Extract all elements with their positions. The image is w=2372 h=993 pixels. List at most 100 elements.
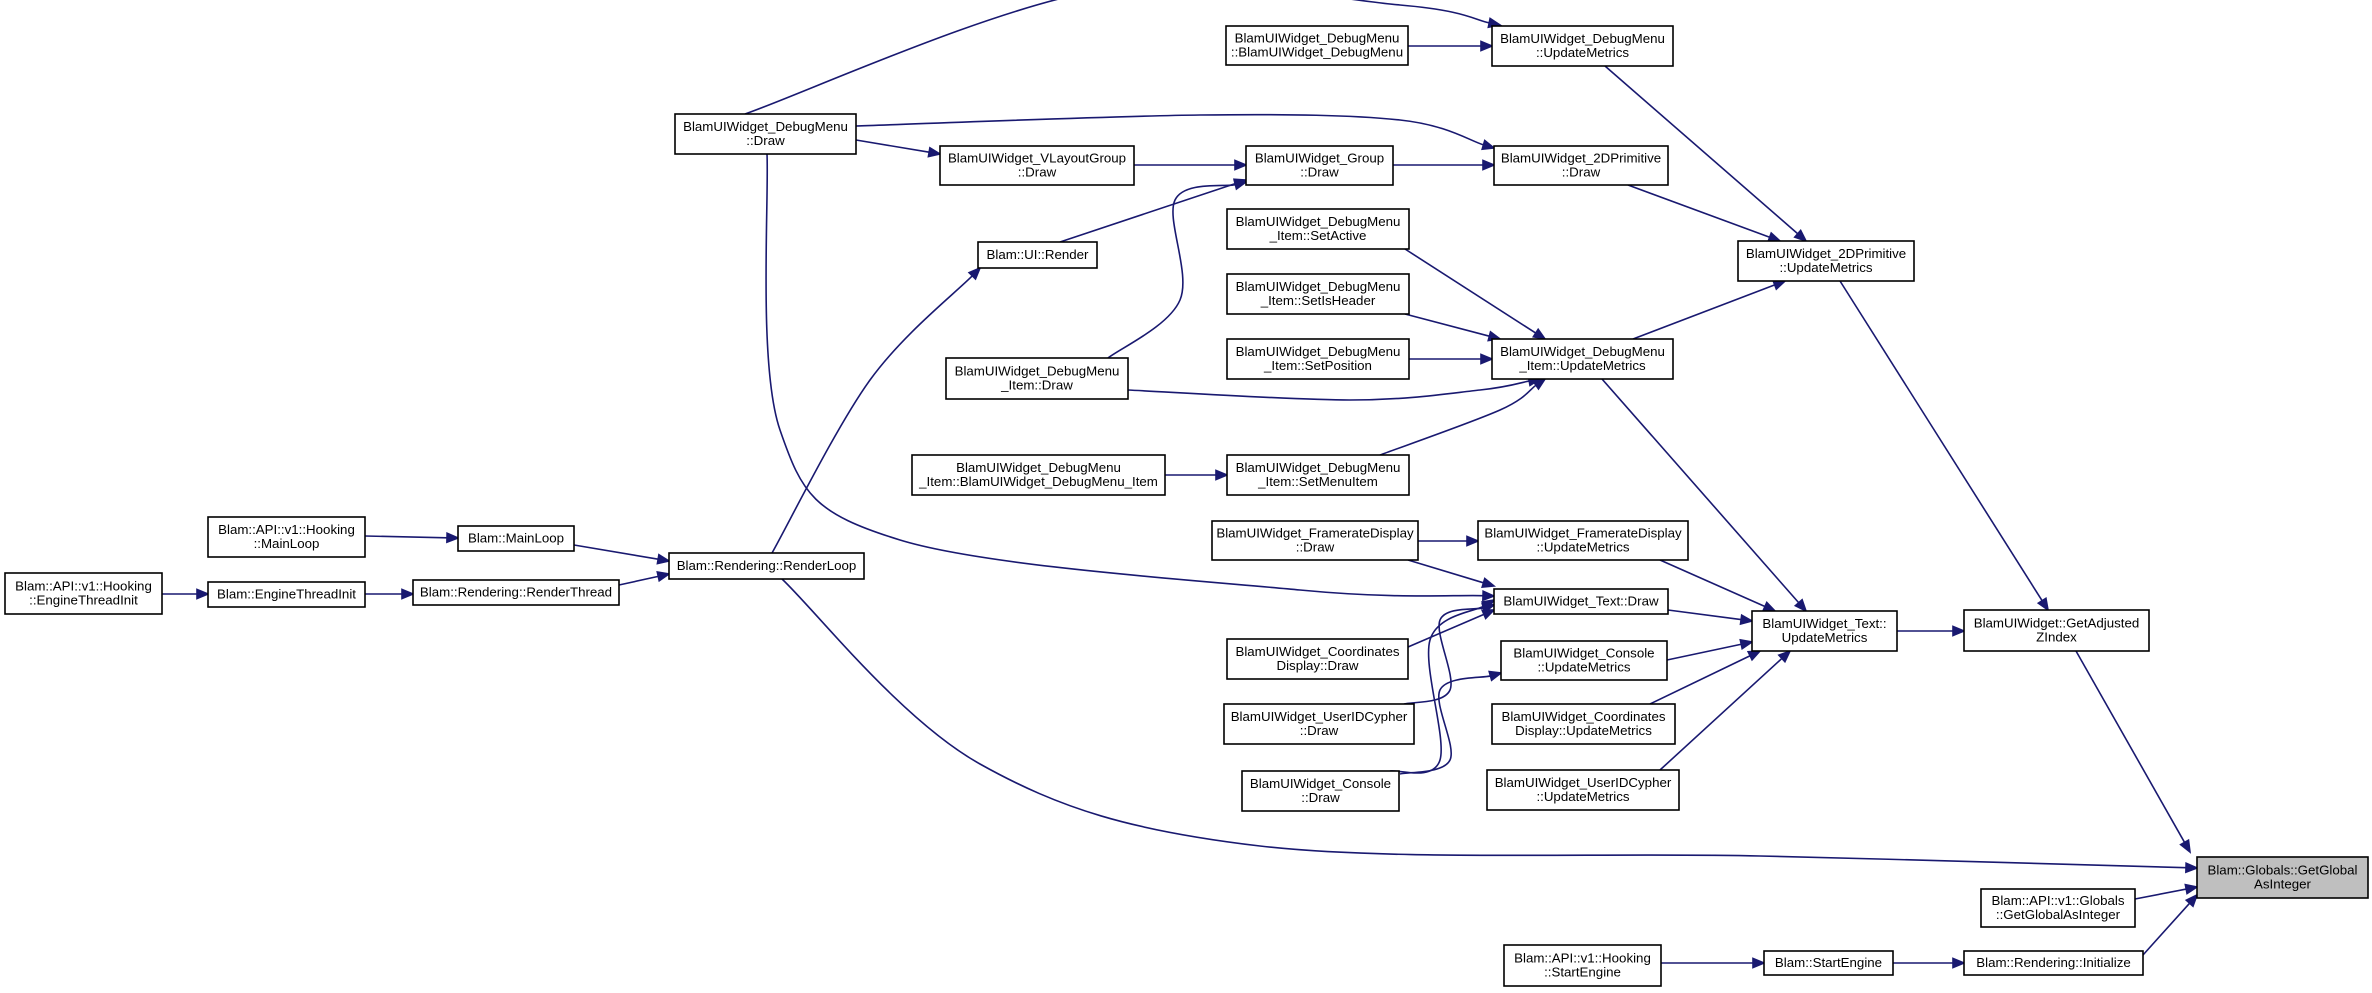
node-label-line: AsInteger [2254, 877, 2311, 892]
call-edge-dm_draw-to-prim_draw [855, 113, 1497, 151]
graph-node-dmi-draw[interactable]: BlamUIWidget_DebugMenu_Item::Draw [945, 357, 1129, 400]
arrowhead-icon [927, 146, 943, 158]
node-box [1477, 520, 1689, 561]
graph-node-console-update[interactable]: BlamUIWidget_Console::UpdateMetrics [1500, 640, 1668, 681]
graph-node-api-hook-start[interactable]: Blam::API::v1::Hooking::StartEngine [1503, 944, 1662, 987]
edge-line [1107, 183, 1236, 359]
call-edge-console_update-to-text_update [1666, 638, 1755, 661]
graph-node-start-engine[interactable]: Blam::StartEngine [1763, 950, 1894, 976]
node-label-line: Display::UpdateMetrics [1515, 723, 1652, 738]
call-edge-dmi_setposition-to-dmi_update [1409, 353, 1495, 365]
graph-node-render-loop[interactable]: Blam::Rendering::RenderLoop [668, 552, 865, 580]
node-box [1493, 588, 1669, 615]
node-box [2196, 856, 2369, 899]
node-label-line: ::GetGlobalAsInteger [1996, 907, 2121, 922]
graph-node-api-globals[interactable]: Blam::API::v1::Globals::GetGlobalAsInteg… [1980, 888, 2136, 928]
graph-node-dmi-setisheader[interactable]: BlamUIWidget_DebugMenu_Item::SetIsHeader [1226, 273, 1410, 315]
call-edge-fr_draw-to-text_draw [1407, 559, 1497, 589]
graph-node-fr-update[interactable]: BlamUIWidget_FramerateDisplay::UpdateMet… [1477, 520, 1689, 561]
call-edge-console_draw-to-text_draw [1389, 598, 1496, 774]
node-label-line: BlamUIWidget_DebugMenu [1500, 344, 1665, 359]
call-edge-dmi_setmenuitem-to-dmi_update [1379, 377, 1547, 456]
node-label-line: _Item::Draw [1000, 378, 1073, 393]
graph-node-console-draw[interactable]: BlamUIWidget_Console::Draw [1241, 770, 1400, 812]
node-box [1503, 944, 1662, 987]
graph-node-dmi-update[interactable]: BlamUIWidget_DebugMenu_Item::UpdateMetri… [1491, 338, 1674, 380]
edge-line [765, 153, 1484, 597]
arrowhead-icon [1481, 139, 1497, 151]
graph-node-api-hook-mainloop[interactable]: Blam::API::v1::Hooking::MainLoop [207, 516, 366, 558]
graph-node-dmi-ctor[interactable]: BlamUIWidget_DebugMenu_Item::BlamUIWidge… [911, 454, 1166, 496]
node-label-line: ::StartEngine [1544, 965, 1621, 980]
graph-node-ui-render[interactable]: Blam::UI::Render [977, 241, 1098, 269]
graph-node-prim-update[interactable]: BlamUIWidget_2DPrimitive::UpdateMetrics [1737, 240, 1915, 282]
node-label-line: BlamUIWidget_DebugMenu [956, 460, 1121, 475]
graph-node-render-init[interactable]: Blam::Rendering::Initialize [1963, 950, 2144, 976]
call-edge-api_hook_eti-to-engine_thread_init [162, 588, 211, 600]
graph-node-text-update[interactable]: BlamUIWidget_Text::UpdateMetrics [1751, 610, 1898, 652]
node-label-line: Blam::UI::Render [987, 247, 1090, 262]
graph-node-dmi-setposition[interactable]: BlamUIWidget_DebugMenu_Item::SetPosition [1226, 338, 1410, 380]
node-label-line: ::Draw [1562, 165, 1601, 180]
graph-node-vlayout-draw[interactable]: BlamUIWidget_VLayoutGroup::Draw [939, 145, 1135, 186]
node-label-line: Blam::Rendering::Initialize [1976, 955, 2130, 970]
call-edge-dm_draw-to-text_draw [765, 153, 1497, 602]
call-edge-dm_draw-to-vlayout_draw [855, 139, 943, 158]
node-label-line: BlamUIWidget_Group [1255, 151, 1384, 166]
graph-node-text-draw[interactable]: BlamUIWidget_Text::Draw [1493, 588, 1669, 615]
arrowhead-icon [1531, 327, 1547, 341]
call-edge-text_draw-to-text_update [1667, 609, 1755, 626]
node-label-line: BlamUIWidget_DebugMenu [1500, 31, 1665, 46]
edge-line [1666, 643, 1742, 661]
arrowhead-icon [1952, 957, 1967, 969]
node-label-line: ::EngineThreadInit [29, 593, 138, 608]
graph-node-uid-update[interactable]: BlamUIWidget_UserIDCypher::UpdateMetrics [1486, 769, 1680, 811]
node-label-line: BlamUIWidget_DebugMenu [1236, 279, 1401, 294]
graph-node-engine-thread-init[interactable]: Blam::EngineThreadInit [207, 581, 366, 608]
arrowhead-icon [1234, 159, 1249, 171]
edge-line [771, 275, 973, 554]
node-label-line: ::Draw [1300, 723, 1339, 738]
node-label-line: BlamUIWidget_Coordinates [1501, 709, 1665, 724]
node-label-line: _Item::UpdateMetrics [1518, 358, 1646, 373]
edge-line [744, 0, 1490, 115]
graph-node-dm-update[interactable]: BlamUIWidget_DebugMenu::UpdateMetrics [1491, 25, 1674, 67]
graph-node-render-thread[interactable]: Blam::Rendering::RenderThread [412, 579, 620, 606]
edge-line [1839, 280, 2043, 602]
node-label-line: ::Draw [1018, 165, 1057, 180]
edge-line [618, 575, 659, 586]
call-edge-api_globals-to-global_get [2134, 883, 2200, 900]
graph-node-dm-ctor[interactable]: BlamUIWidget_DebugMenu::BlamUIWidget_Deb… [1225, 25, 1409, 66]
arrowhead-icon [1739, 638, 1755, 651]
graph-node-coords-update[interactable]: BlamUIWidget_CoordinatesDisplay::UpdateM… [1491, 703, 1676, 745]
call-edge-get_adjusted-to-global_get [2075, 650, 2192, 854]
edge-line [1659, 657, 1783, 771]
edge-line [1404, 313, 1490, 337]
edge-line [1649, 655, 1751, 705]
graph-node-uid-draw[interactable]: BlamUIWidget_UserIDCypher::Draw [1223, 703, 1415, 745]
graph-node-dmi-setmenuitem[interactable]: BlamUIWidget_DebugMenu_Item::SetMenuItem [1226, 454, 1410, 496]
node-label-line: BlamUIWidget_FramerateDisplay [1484, 526, 1682, 541]
arrowhead-icon [1952, 625, 1967, 637]
graph-node-prim-draw[interactable]: BlamUIWidget_2DPrimitive::Draw [1493, 145, 1669, 186]
graph-node-dm-draw[interactable]: BlamUIWidget_DebugMenu::Draw [674, 113, 857, 155]
node-box [1226, 338, 1410, 380]
call-edge-api_hook_start-to-start_engine [1661, 957, 1767, 969]
graph-node-group-draw[interactable]: BlamUIWidget_Group::Draw [1245, 145, 1394, 186]
node-box [1226, 454, 1410, 496]
node-label-line: ::UpdateMetrics [1537, 660, 1630, 675]
graph-node-dmi-setactive[interactable]: BlamUIWidget_DebugMenu_Item::SetActive [1226, 208, 1410, 250]
call-edge-dmi_ctor-to-dmi_setmenuitem [1165, 469, 1230, 481]
node-box [1500, 640, 1668, 681]
graph-node-fr-draw[interactable]: BlamUIWidget_FramerateDisplay::Draw [1211, 520, 1419, 561]
node-label-line: UpdateMetrics [1782, 630, 1868, 645]
node-box [668, 552, 865, 580]
graph-node-global-get: Blam::Globals::GetGlobalAsInteger [2196, 856, 2369, 899]
call-edge-console_draw-to-console_update [1399, 670, 1504, 775]
node-label-line: BlamUIWidget_UserIDCypher [1231, 709, 1408, 724]
graph-node-api-hook-eti[interactable]: Blam::API::v1::Hooking::EngineThreadInit [4, 572, 163, 615]
graph-node-main-loop[interactable]: Blam::MainLoop [457, 525, 575, 552]
